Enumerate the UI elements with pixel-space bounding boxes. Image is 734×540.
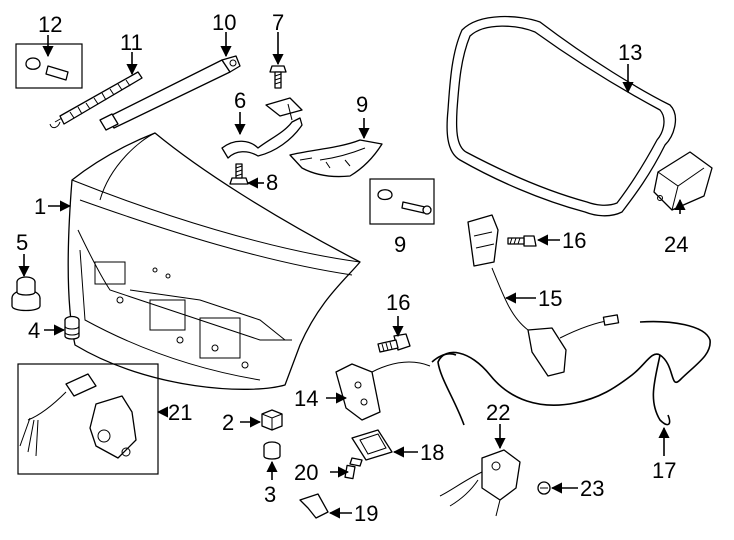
bolt-part-8 xyxy=(229,163,249,185)
callout-7: 7 xyxy=(272,10,284,35)
screw-part xyxy=(344,457,363,480)
hinge-part xyxy=(221,97,303,159)
spring-part xyxy=(49,71,143,129)
callout-labels: 12 11 10 7 6 9 8 9 13 1 5 4 16 24 15 16 … xyxy=(16,10,688,526)
latch-part xyxy=(467,214,620,377)
callout-15: 15 xyxy=(538,286,562,311)
clip-part xyxy=(299,493,329,519)
callout-9-top: 9 xyxy=(356,92,368,117)
callout-16-right: 16 xyxy=(562,228,586,253)
bolt-part-7 xyxy=(269,65,287,89)
callout-22: 22 xyxy=(486,400,510,425)
leader-lines xyxy=(18,32,686,519)
callout-12: 12 xyxy=(38,12,62,37)
pin-detail-box xyxy=(15,43,83,89)
strut-part xyxy=(99,55,241,131)
release-cable-part xyxy=(431,320,711,426)
callout-16-center: 16 xyxy=(386,290,410,315)
screw-part-23 xyxy=(537,481,551,495)
callout-18: 18 xyxy=(420,440,444,465)
callout-13: 13 xyxy=(618,40,642,65)
clip-detail-box xyxy=(369,178,435,225)
weatherstrip-part xyxy=(446,15,677,217)
bumper-part xyxy=(261,409,283,431)
callout-23: 23 xyxy=(580,476,604,501)
actuator-part xyxy=(439,449,521,517)
callout-2: 2 xyxy=(222,410,234,435)
callout-3: 3 xyxy=(264,482,276,507)
callout-6: 6 xyxy=(234,88,246,113)
stopper-part xyxy=(64,315,80,340)
callout-4: 4 xyxy=(28,318,40,343)
hinge-cover-part xyxy=(289,139,383,178)
callout-8: 8 xyxy=(266,170,278,195)
bumper-cap-part xyxy=(263,441,281,460)
grommet-part xyxy=(11,276,41,312)
module-part xyxy=(653,151,713,211)
bolt-part-16a xyxy=(507,235,537,247)
callout-5: 5 xyxy=(16,230,28,255)
callout-11: 11 xyxy=(120,30,143,55)
callout-1: 1 xyxy=(34,194,46,219)
callout-14: 14 xyxy=(294,386,318,411)
callout-21: 21 xyxy=(168,400,192,425)
switch-detail-box xyxy=(17,363,159,475)
callout-17: 17 xyxy=(652,458,676,483)
callout-20: 20 xyxy=(294,460,318,485)
bolt-part-16b xyxy=(377,333,411,353)
callout-9-box: 9 xyxy=(394,232,406,257)
callout-19: 19 xyxy=(354,501,378,526)
latch-bracket-part xyxy=(335,361,431,421)
callout-24: 24 xyxy=(664,232,688,257)
handle-part xyxy=(351,429,393,461)
callout-10: 10 xyxy=(212,10,236,35)
